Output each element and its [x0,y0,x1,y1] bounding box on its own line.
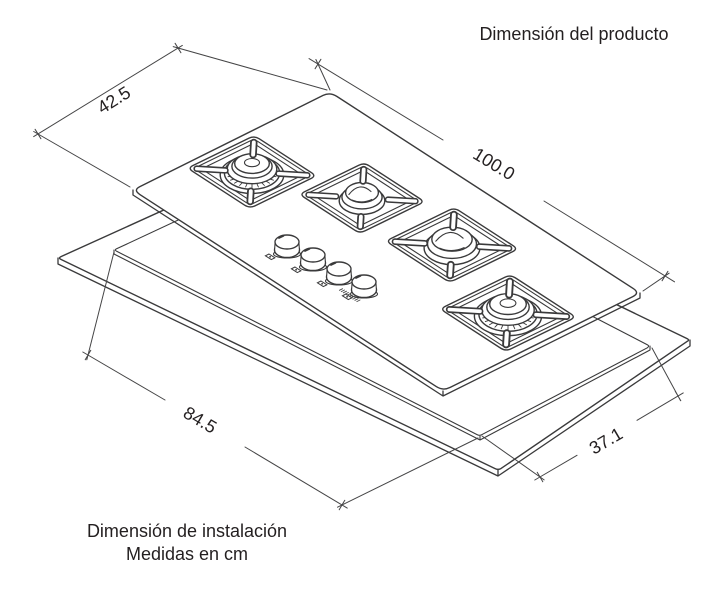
burner-2-domeS [301,163,423,233]
burners-group [189,136,574,351]
dim-label-product-width: 100.0 [470,144,519,185]
control-knob-4 [341,274,379,301]
dim-42-5-lines [33,42,328,188]
burner-icon-1 [264,253,276,261]
dim-label-install-width: 84.5 [180,402,220,437]
dim-label-product-depth: 42.5 [94,82,134,118]
installation-dimension-title: Dimensión de instalación [87,521,287,541]
dim-label-install-depth: 37.1 [586,424,626,459]
product-dimension-title: Dimensión del producto [479,24,668,44]
burner-1-large [189,136,315,208]
dim-37-1-lines [481,347,684,483]
burner-icon-2 [290,266,302,274]
burner-3-domeM [387,208,517,282]
dim-100-0-lines [308,58,675,292]
control-knob-3 [316,261,354,288]
control-knob-1 [264,234,302,261]
burner-icon-3 [316,280,328,288]
brand-mark [338,288,361,303]
units-note: Medidas en cm [126,544,248,564]
control-knob-2 [290,247,328,274]
burner-4-large [442,275,574,351]
glass-thickness [132,189,641,397]
dim-84-5-lines [82,251,479,511]
knob-row-group [264,234,379,303]
counter-thickness [57,257,691,477]
